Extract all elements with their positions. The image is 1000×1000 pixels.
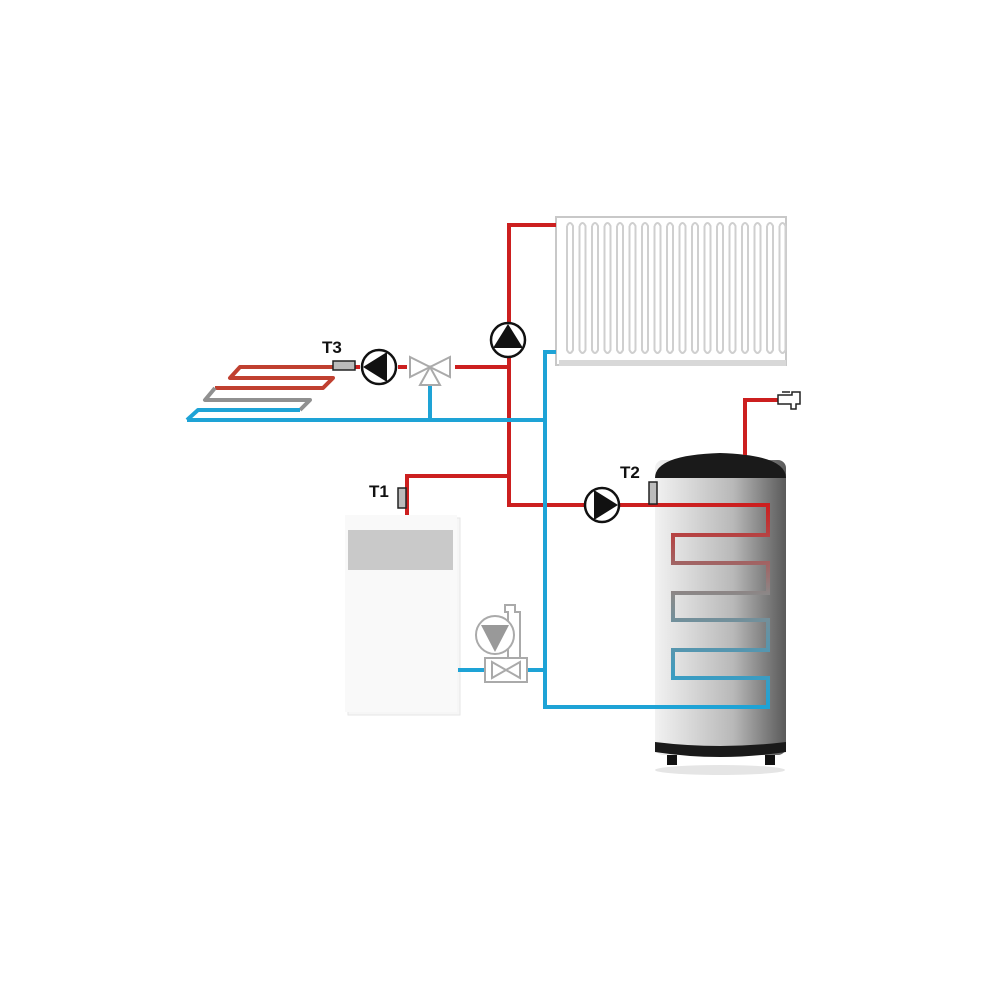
three-way-valve-icon xyxy=(409,355,451,386)
radiator-fin xyxy=(741,222,749,354)
radiator-fin xyxy=(616,222,624,354)
tank-coil xyxy=(655,503,770,709)
hot-pipes xyxy=(355,223,778,515)
floor-pump-icon xyxy=(360,348,398,386)
radiator-fin xyxy=(703,222,712,354)
radiator-fin xyxy=(778,222,787,354)
radiator-fin xyxy=(728,222,737,354)
radiator-fin xyxy=(653,222,662,354)
sensor-t3-icon xyxy=(332,360,356,371)
floor-heating-loops xyxy=(185,365,345,422)
radiator-fin xyxy=(691,222,699,354)
boiler xyxy=(345,515,461,716)
tap-icon xyxy=(777,391,801,410)
radiator-fin xyxy=(578,222,587,354)
sensor-t2-icon xyxy=(648,481,658,505)
cold-pipes xyxy=(187,350,655,709)
radiator-fin xyxy=(753,222,762,354)
radiator-fin xyxy=(666,222,674,354)
tank-pump-icon xyxy=(583,486,621,524)
radiator-fin xyxy=(641,222,649,354)
radiator-fin xyxy=(603,222,612,354)
radiator xyxy=(555,216,787,366)
radiator-fin xyxy=(766,222,774,354)
radiator-pump-icon xyxy=(489,321,527,359)
sensor-t1-icon xyxy=(397,487,407,509)
radiator-fin xyxy=(628,222,637,354)
sensor-t3-label: T3 xyxy=(322,338,342,357)
radiator-fin xyxy=(716,222,724,354)
radiator-fin xyxy=(678,222,687,354)
sensor-t2-label: T2 xyxy=(620,463,640,482)
radiator-fin xyxy=(591,222,599,354)
boiler-pump-group-icon xyxy=(475,604,528,683)
radiator-fin xyxy=(566,222,574,354)
sensor-t1-label: T1 xyxy=(369,482,389,501)
